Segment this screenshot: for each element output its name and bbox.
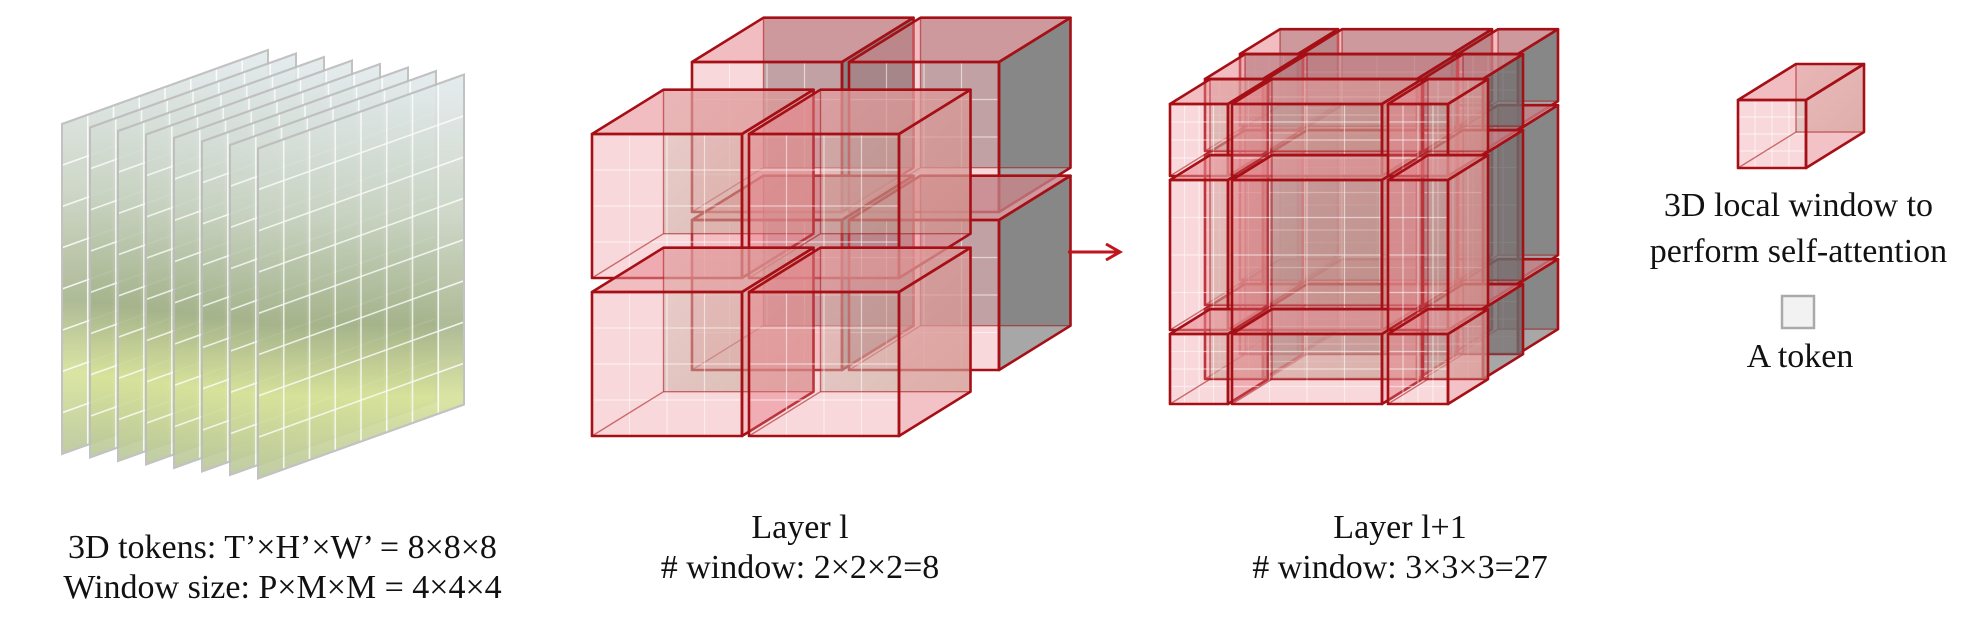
window-box (1736, 62, 1866, 170)
window-box (1168, 153, 1270, 332)
token-square-icon (1780, 294, 1816, 330)
window-box (747, 88, 972, 280)
window-cube-icon (1736, 62, 1866, 170)
layer-l1-window-count: # window: 3×3×3=27 (1252, 549, 1548, 586)
right-arrow-icon (1068, 242, 1124, 262)
layer-l1-caption: Layer l+1 # window: 3×3×3=27 (1140, 508, 1660, 588)
legend-token-label: A token (1730, 337, 1870, 377)
layer-l-window-count: # window: 2×2×2=8 (660, 549, 940, 586)
layer-l-windows (590, 16, 1072, 438)
window-box (1386, 307, 1490, 406)
window-box (1386, 153, 1490, 332)
layer-l-caption: Layer l # window: 2×2×2=8 (565, 508, 1035, 588)
layer-l-title: Layer l (751, 509, 849, 546)
window-size-label: Window size: P×M×M = 4×4×4 (63, 569, 502, 606)
window-box (1230, 77, 1424, 178)
layer-l1-title: Layer l+1 (1333, 509, 1467, 546)
window-box (1230, 153, 1424, 332)
legend-window-label: 3D local window to perform self-attentio… (1618, 183, 1979, 275)
token-slice (257, 73, 465, 480)
layer-l1-windows (1168, 27, 1560, 406)
tokens-shape-label: 3D tokens: T’×H’×W’ = 8×8×8 (68, 529, 497, 566)
legend-token-text: A token (1746, 338, 1854, 375)
token-slices (61, 48, 465, 480)
tokens-caption: 3D tokens: T’×H’×W’ = 8×8×8 Window size:… (0, 528, 565, 608)
legend-window-line1: 3D local window to (1663, 187, 1934, 224)
legend-window-line2: perform self-attention (1649, 233, 1948, 270)
window-box (747, 246, 972, 438)
